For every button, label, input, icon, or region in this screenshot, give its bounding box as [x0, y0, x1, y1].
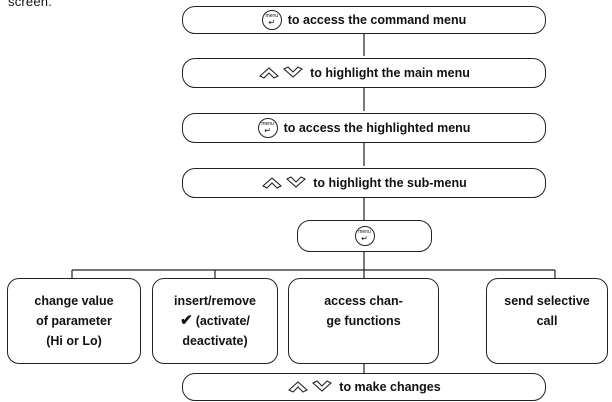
- step-highlight-main-menu: to highlight the main menu: [182, 58, 546, 88]
- step-make-changes: to make changes: [182, 373, 546, 401]
- down-arrow-icon: [283, 66, 304, 78]
- option-line: send selective: [504, 294, 590, 308]
- up-arrow-icon: [259, 67, 280, 79]
- down-arrow-icon: [286, 176, 307, 188]
- header-text-fragment: screen.: [8, 0, 53, 9]
- option-access-change-functions: access chan- ge functions: [288, 278, 439, 364]
- option-line: access chan-: [324, 294, 403, 308]
- option-line: (Hi or Lo): [46, 334, 102, 348]
- step-text: to make changes: [339, 380, 441, 394]
- step-text: to access the command menu: [287, 13, 467, 27]
- up-down-arrows-icon: [258, 64, 304, 82]
- up-arrow-icon: [288, 381, 309, 393]
- step-access-command-menu: menu↵ to access the command menu: [182, 6, 546, 34]
- option-line: call: [536, 314, 558, 328]
- menu-button-icon: menu↵: [261, 10, 282, 30]
- step-highlight-sub-menu: to highlight the sub-menu: [182, 168, 546, 198]
- step-access-highlighted-menu: menu↵ to access the highlighted menu: [182, 113, 546, 143]
- option-line: deactivate): [182, 334, 248, 348]
- step-text: to highlight the sub-menu: [313, 176, 467, 190]
- down-arrow-icon: [312, 380, 333, 392]
- up-down-arrows-svg: [288, 380, 333, 393]
- option-line: ge functions: [326, 314, 401, 328]
- up-down-arrows-icon: [287, 378, 333, 396]
- option-line: (activate/: [195, 314, 250, 328]
- option-send-selective-call: send selective call: [486, 278, 608, 364]
- option-line: insert/remove: [174, 294, 256, 308]
- step-text: to highlight the main menu: [310, 66, 470, 80]
- menu-button-icon: menu↵: [354, 226, 375, 246]
- option-change-value: change value of parameter (Hi or Lo): [7, 278, 141, 364]
- option-line: change value: [34, 294, 114, 308]
- option-insert-remove: insert/remove ✔ (activate/ deactivate): [152, 278, 278, 364]
- check-icon: ✔: [180, 312, 193, 329]
- up-down-arrows-svg: [262, 176, 307, 189]
- menu-button-icon: menu↵: [257, 118, 278, 138]
- option-check-row: ✔ (activate/: [180, 311, 250, 331]
- up-down-arrows-svg: [259, 66, 304, 79]
- option-line: of parameter: [36, 314, 112, 328]
- up-arrow-icon: [262, 177, 283, 189]
- up-down-arrows-icon: [261, 174, 307, 192]
- step-menu-key: menu↵: [297, 220, 432, 252]
- step-text: to access the highlighted menu: [283, 121, 471, 135]
